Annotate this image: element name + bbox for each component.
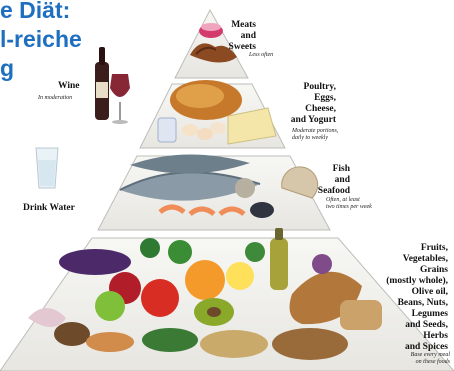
- base-foods-label: Fruits, Vegetables, Grains (mostly whole…: [340, 243, 448, 353]
- drink-water-label: Drink Water: [23, 203, 75, 214]
- meats-sweets-label: Meats and Sweets: [224, 20, 256, 53]
- fish-seafood-label: Fish and Seafood: [296, 164, 350, 197]
- wine-label: Wine: [58, 81, 79, 92]
- water-glass-icon: [36, 148, 58, 188]
- poultry-eggs-note: Moderate portions, daily to weekly: [292, 128, 338, 142]
- wine-note: In moderation: [38, 95, 72, 102]
- meats-sweets-note: Less often: [249, 52, 273, 59]
- base-foods-note: Base every meal on these foods: [388, 352, 450, 366]
- fish-seafood-note: Often, at least two times per week: [326, 197, 372, 211]
- poultry-eggs-label: Poultry, Eggs, Cheese, and Yogurt: [256, 82, 336, 126]
- wine-icon: [95, 47, 130, 124]
